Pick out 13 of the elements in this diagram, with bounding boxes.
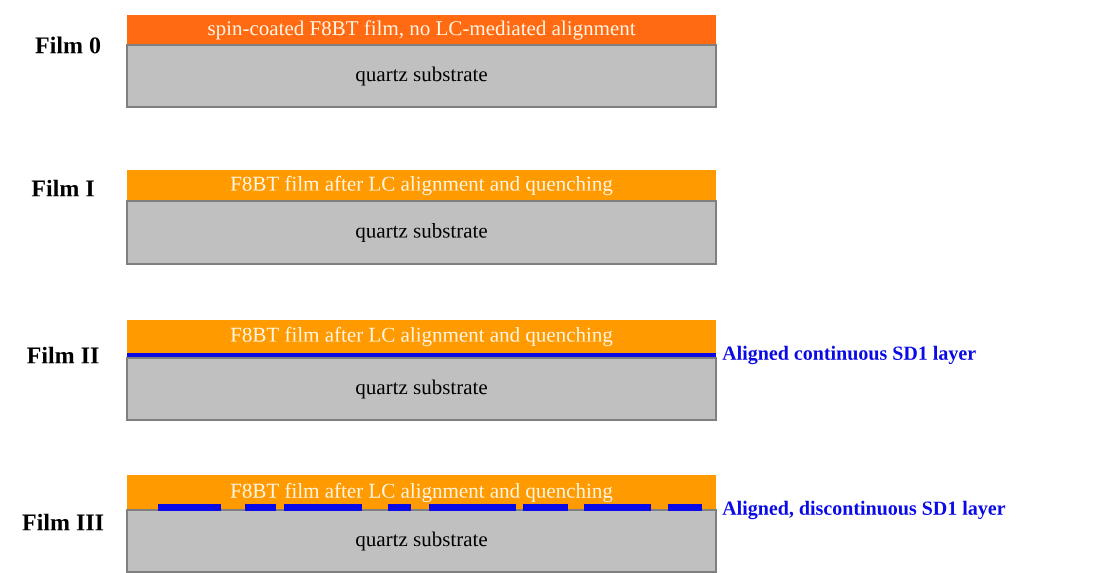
substrate-layer: quartz substrate [126,200,717,265]
film-layer: F8BT film after LC alignment and quenching [127,320,716,353]
film-name: Film II [27,346,99,364]
layer-label: Aligned continuous SD1 layer [722,345,976,365]
film-name: Film I [31,179,94,197]
layer-label: Aligned, discontinuous SD1 layer [722,500,1006,520]
substrate-layer: quartz substrate [126,44,717,108]
substrate-layer: quartz substrate [126,509,717,573]
substrate-layer: quartz substrate [126,357,717,421]
film-name: Film 0 [35,36,101,54]
film-layer: spin-coated F8BT film, no LC-mediated alignment [127,15,716,45]
film-layer: F8BT film after LC alignment and quenching [127,170,716,201]
film-name: Film III [22,513,104,531]
